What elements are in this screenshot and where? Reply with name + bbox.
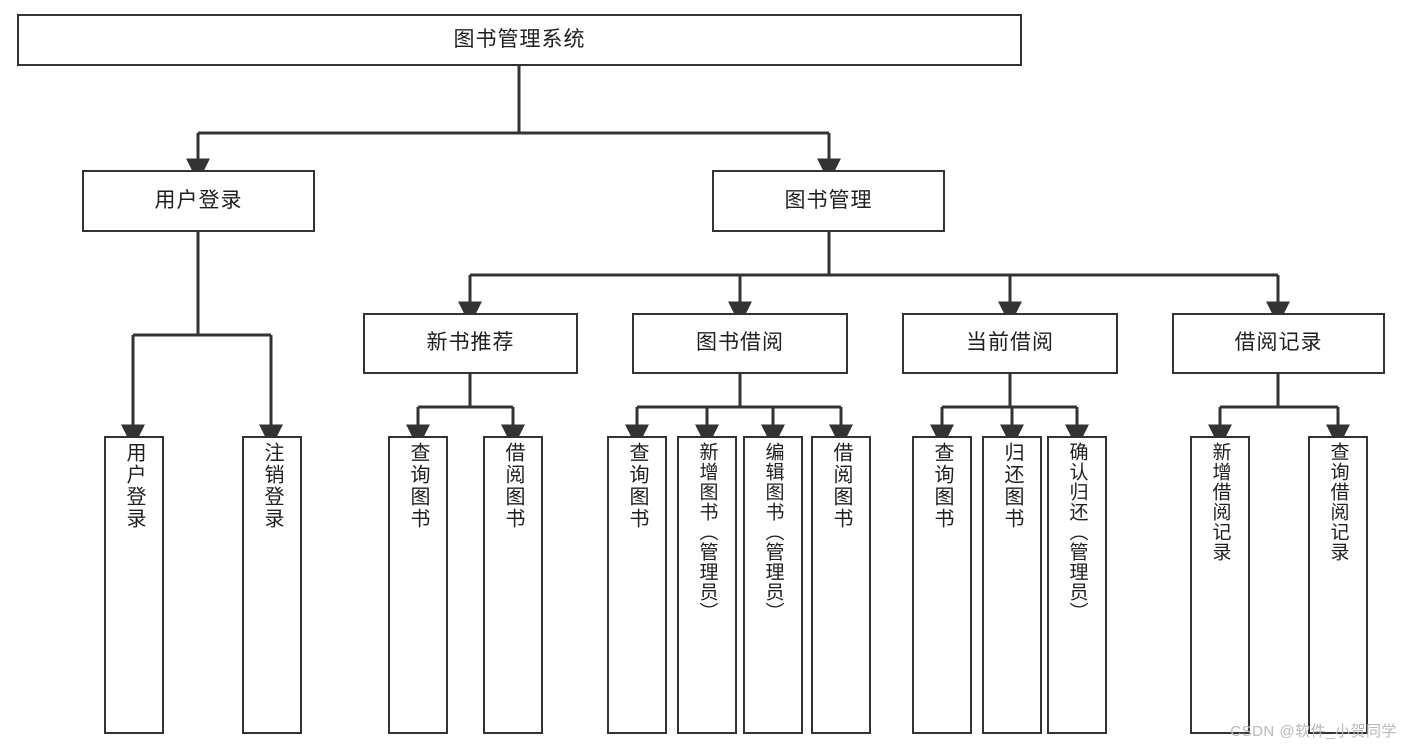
node-root[interactable]: 图书管理系统 (17, 14, 1022, 66)
leaf-borrow-add-book-label: 新增图书（管理员） (696, 442, 718, 622)
leaf-recommend-borrow-book-label: 借阅图书 (502, 442, 524, 530)
leaf-borrow-edit-book[interactable]: 编辑图书（管理员） (743, 436, 803, 734)
leaf-current-query-book[interactable]: 查询图书 (912, 436, 972, 734)
leaf-borrow-borrow-book-label: 借阅图书 (830, 442, 852, 530)
leaf-records-query-record[interactable]: 查询借阅记录 (1308, 436, 1368, 734)
node-user-login[interactable]: 用户登录 (82, 170, 315, 232)
leaf-current-return-book[interactable]: 归还图书 (982, 436, 1042, 734)
node-book-borrow[interactable]: 图书借阅 (632, 313, 848, 374)
leaf-user-login[interactable]: 用户登录 (104, 436, 164, 734)
node-user-login-label: 用户登录 (154, 188, 243, 212)
leaf-current-confirm-return-label: 确认归还（管理员） (1066, 442, 1088, 622)
leaf-borrow-query-book[interactable]: 查询图书 (607, 436, 667, 734)
node-new-book-recommend-label: 新书推荐 (426, 331, 515, 355)
node-borrow-records-label: 借阅记录 (1234, 331, 1323, 355)
leaf-records-query-record-label: 查询借阅记录 (1327, 442, 1349, 562)
leaf-user-login-label: 用户登录 (123, 442, 145, 530)
node-new-book-recommend[interactable]: 新书推荐 (363, 313, 578, 374)
leaf-current-return-book-label: 归还图书 (1001, 442, 1023, 530)
node-book-management-label: 图书管理 (784, 188, 873, 212)
leaf-recommend-query-book-label: 查询图书 (407, 442, 429, 530)
leaf-records-add-record[interactable]: 新增借阅记录 (1190, 436, 1250, 734)
leaf-borrow-edit-book-label: 编辑图书（管理员） (762, 442, 784, 622)
leaf-recommend-borrow-book[interactable]: 借阅图书 (483, 436, 543, 734)
leaf-user-logout[interactable]: 注销登录 (242, 436, 302, 734)
leaf-records-add-record-label: 新增借阅记录 (1209, 442, 1231, 562)
node-current-borrow-label: 当前借阅 (966, 331, 1054, 355)
leaf-recommend-query-book[interactable]: 查询图书 (388, 436, 448, 734)
watermark: CSDN @软件_小贺同学 (1230, 723, 1397, 740)
leaf-borrow-borrow-book[interactable]: 借阅图书 (811, 436, 871, 734)
leaf-current-confirm-return[interactable]: 确认归还（管理员） (1047, 436, 1107, 734)
node-book-borrow-label: 图书借阅 (696, 331, 784, 355)
leaf-user-logout-label: 注销登录 (261, 442, 283, 530)
leaf-borrow-add-book[interactable]: 新增图书（管理员） (677, 436, 737, 734)
node-book-management[interactable]: 图书管理 (712, 170, 945, 232)
node-current-borrow[interactable]: 当前借阅 (902, 313, 1118, 374)
leaf-current-query-book-label: 查询图书 (931, 442, 953, 530)
leaf-borrow-query-book-label: 查询图书 (626, 442, 648, 530)
node-root-label: 图书管理系统 (453, 27, 586, 51)
node-borrow-records[interactable]: 借阅记录 (1172, 313, 1385, 374)
